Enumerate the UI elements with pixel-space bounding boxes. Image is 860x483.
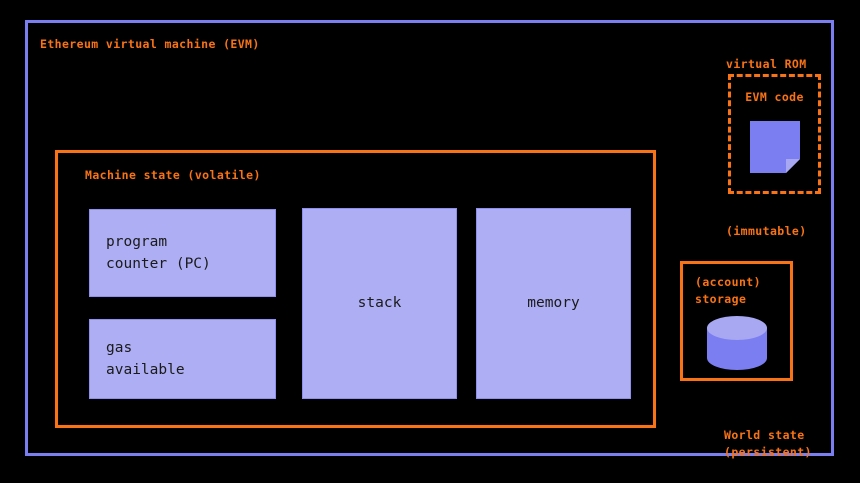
evm-container: Ethereum virtual machine (EVM) Machine s… xyxy=(25,20,834,459)
world-state-footnote-label: World state (persistent) xyxy=(724,428,812,459)
machine-state-container: Machine state (volatile) program counter… xyxy=(55,150,656,428)
evm-code-title-label: EVM code xyxy=(745,90,804,104)
account-storage-title-label: (account) storage xyxy=(695,275,761,306)
evm-title-label: Ethereum virtual machine (EVM) xyxy=(40,37,260,51)
virtual-rom-container: EVM code xyxy=(728,74,821,194)
program-counter-label: program counter (PC) xyxy=(106,233,211,272)
program-counter-block: program counter (PC) xyxy=(89,209,276,297)
stack-block: stack xyxy=(302,208,457,399)
memory-label: memory xyxy=(527,295,580,312)
machine-state-title-label: Machine state (volatile) xyxy=(85,168,261,182)
immutable-footnote-label: (immutable) xyxy=(726,224,807,238)
file-document-icon xyxy=(749,121,800,173)
memory-block: memory xyxy=(476,208,631,399)
gas-available-block: gas available xyxy=(89,319,276,399)
gas-available-label: gas available xyxy=(106,339,185,378)
stack-label: stack xyxy=(357,295,402,312)
database-cylinder-icon xyxy=(706,316,767,370)
account-storage-container: (account) storage xyxy=(680,261,793,381)
virtual-rom-heading: virtual ROM xyxy=(726,57,807,71)
